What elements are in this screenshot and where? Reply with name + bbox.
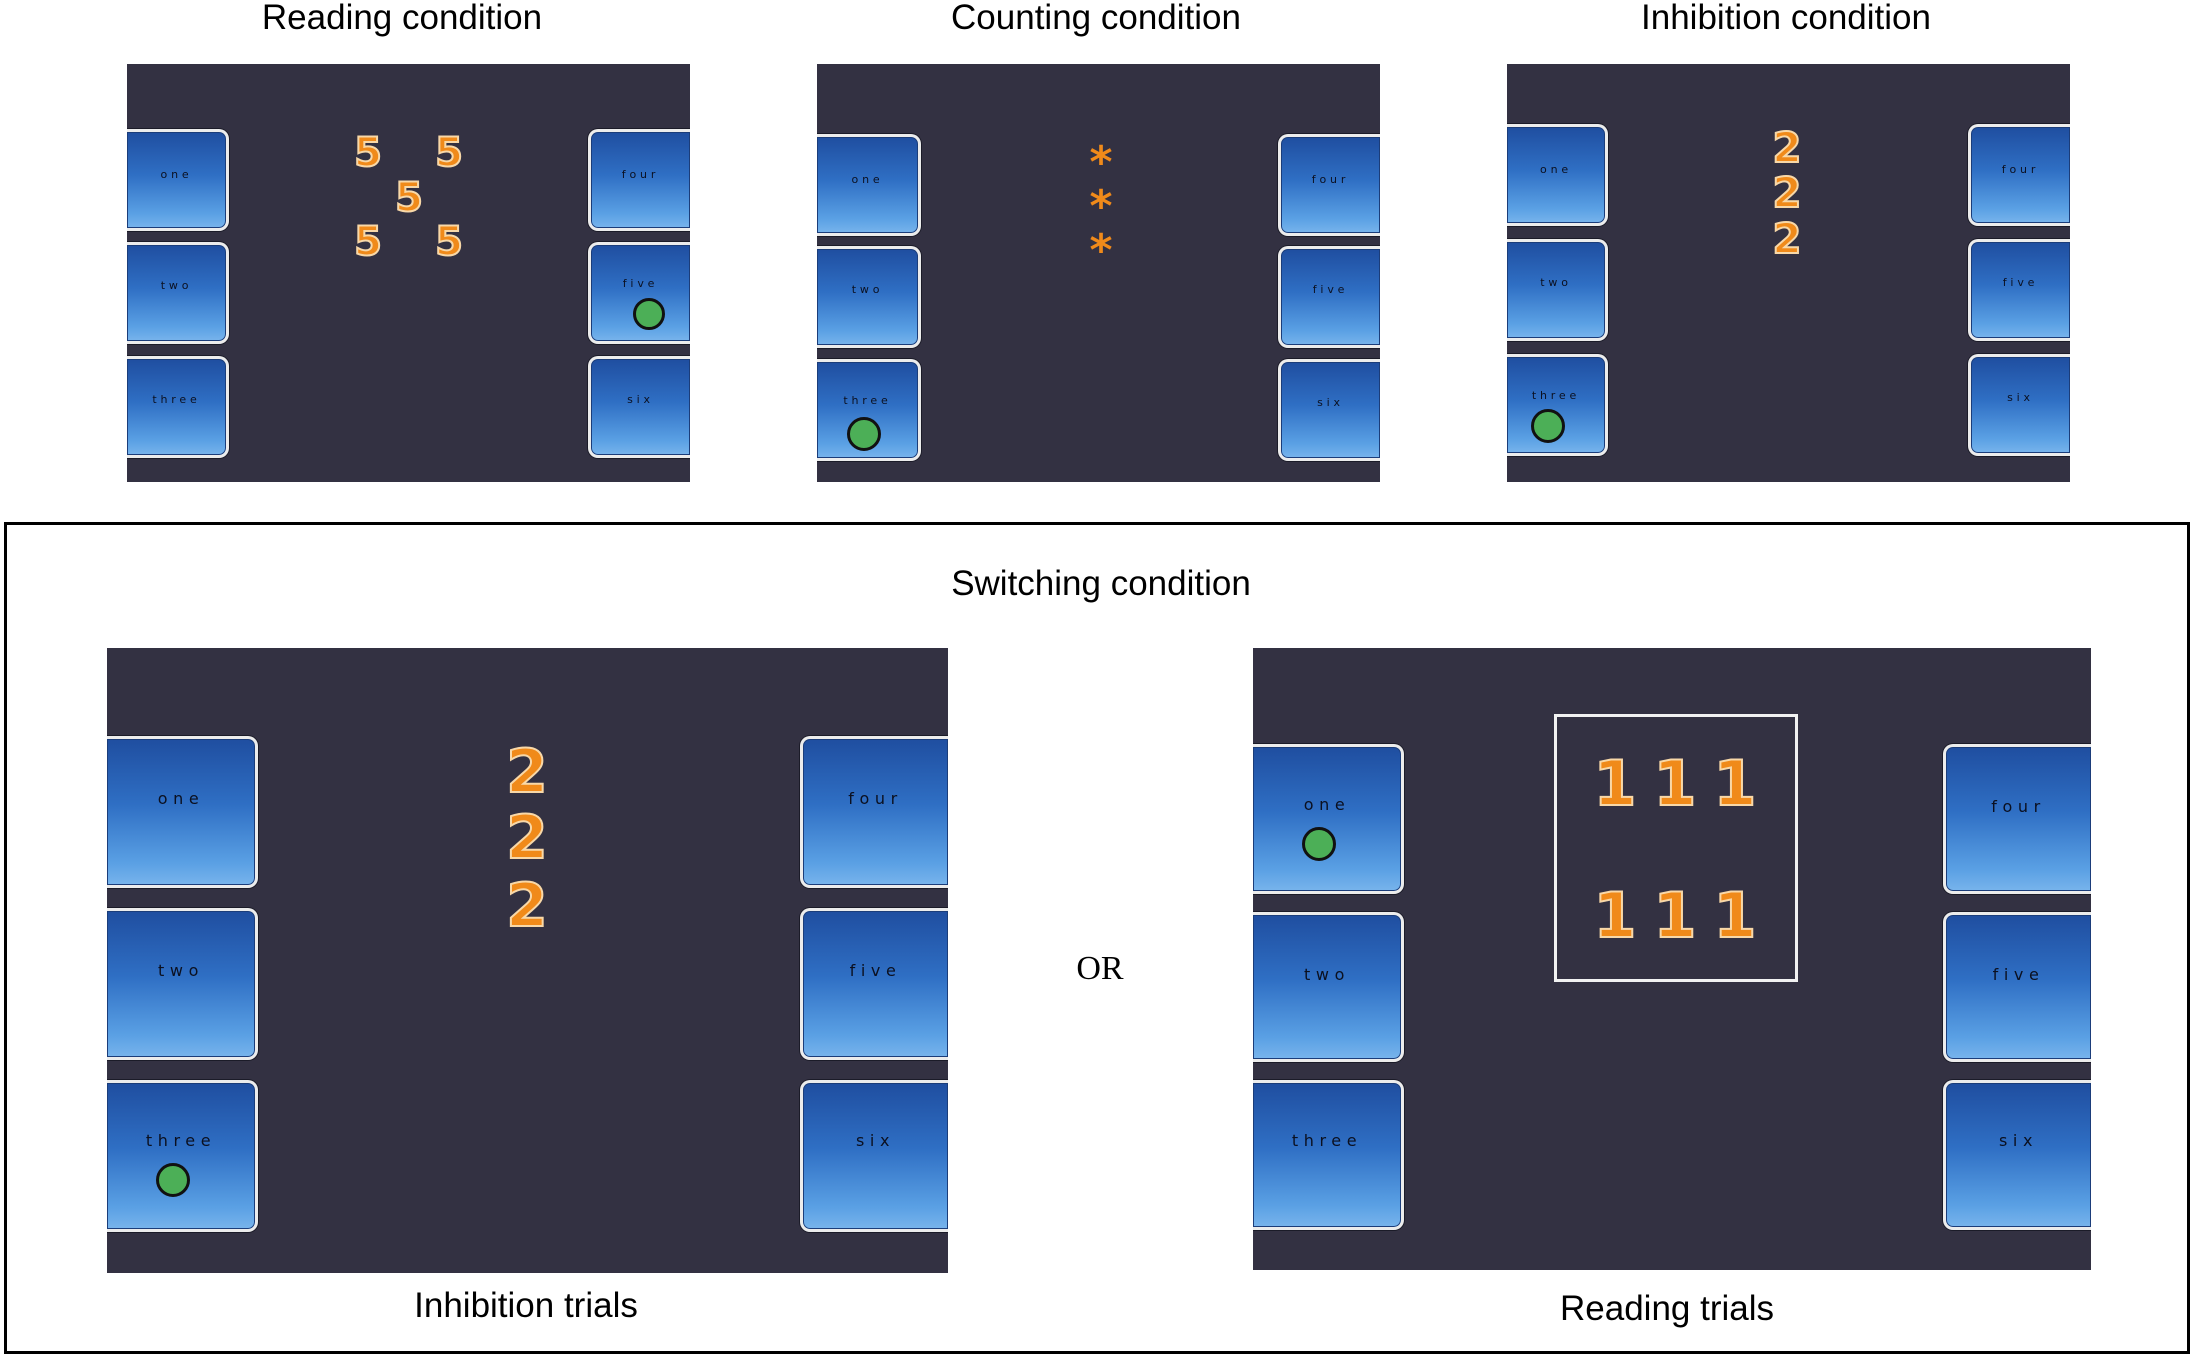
button-one-label: one — [160, 168, 193, 181]
button-one-label: one — [851, 173, 884, 186]
counting-condition-screen: one two three four five six * * * — [817, 64, 1380, 482]
stimulus-digit: 2 — [1771, 123, 1802, 172]
button-three[interactable]: three — [107, 1080, 258, 1232]
button-six-label: six — [1317, 396, 1344, 409]
button-five-label: five — [2002, 276, 2039, 289]
button-one[interactable]: one — [127, 129, 229, 231]
stimulus-digit: 2 — [505, 871, 549, 941]
button-one[interactable]: one — [817, 134, 921, 236]
button-five[interactable]: five — [1968, 239, 2070, 341]
button-four[interactable]: four — [800, 736, 948, 888]
inhibition-condition-screen: one two three four five six 2 2 2 — [1507, 64, 2070, 482]
button-four[interactable]: four — [1943, 744, 2091, 894]
button-three[interactable]: three — [1253, 1080, 1404, 1230]
button-six-label: six — [1998, 1131, 2039, 1150]
stimulus-digit: 5 — [434, 219, 464, 265]
button-three-label: three — [152, 393, 201, 406]
stimulus-digit: 1 — [1652, 879, 1697, 952]
stimulus-asterisk: * — [1089, 225, 1113, 276]
or-label: OR — [1076, 950, 1124, 987]
switching-reading-screen: one two three four five six 1 1 1 1 1 1 — [1253, 648, 2091, 1270]
response-dot — [156, 1163, 190, 1197]
stimulus-digit: 2 — [505, 737, 549, 807]
button-two-label: two — [1304, 965, 1350, 984]
button-four[interactable]: four — [588, 129, 690, 231]
stimulus-digit: 1 — [1712, 747, 1757, 820]
button-one[interactable]: one — [1507, 124, 1608, 226]
button-two[interactable]: two — [127, 242, 229, 344]
button-one-label: one — [1539, 163, 1573, 176]
button-one[interactable]: one — [1253, 744, 1404, 894]
stimulus-digit: 1 — [1592, 747, 1637, 820]
button-one-label: one — [1303, 795, 1351, 814]
button-two[interactable]: two — [817, 246, 921, 348]
button-six[interactable]: six — [1943, 1080, 2091, 1230]
stimulus-digit: 5 — [434, 130, 464, 176]
button-two[interactable]: two — [107, 908, 258, 1060]
response-dot — [847, 417, 881, 451]
button-three[interactable]: three — [1507, 354, 1608, 456]
button-five[interactable]: five — [588, 242, 690, 344]
response-dot — [1302, 827, 1336, 861]
button-six[interactable]: six — [800, 1080, 948, 1232]
stimulus-asterisk: * — [1089, 137, 1113, 188]
button-two[interactable]: two — [1253, 912, 1404, 1062]
button-four-label: four — [621, 168, 660, 181]
button-three[interactable]: three — [127, 356, 229, 458]
stimulus-digit: 2 — [1771, 214, 1802, 263]
button-five[interactable]: five — [800, 908, 948, 1060]
button-six[interactable]: six — [1278, 359, 1380, 461]
reading-stimulus-frame — [1554, 714, 1798, 982]
button-three[interactable]: three — [817, 359, 921, 461]
button-three-label: three — [1291, 1131, 1363, 1150]
button-four-label: four — [2001, 163, 2040, 176]
button-six[interactable]: six — [588, 356, 690, 458]
button-four-label: four — [1991, 797, 2046, 816]
button-five[interactable]: five — [1943, 912, 2091, 1062]
button-two-label: two — [160, 279, 193, 292]
stimulus-digit: 1 — [1712, 879, 1757, 952]
button-three-label: three — [843, 394, 892, 407]
button-five-label: five — [1992, 965, 2045, 984]
button-four-label: four — [848, 789, 903, 808]
stimulus-digit: 5 — [353, 130, 383, 176]
button-six-label: six — [855, 1131, 896, 1150]
reading-condition-title: Reading condition — [261, 0, 543, 37]
button-four-label: four — [1311, 173, 1350, 186]
switching-condition-box — [4, 522, 2190, 1354]
response-dot — [633, 298, 665, 330]
stimulus-digit: 1 — [1592, 879, 1637, 952]
stimulus-digit: 5 — [353, 219, 383, 265]
reading-trials-label: Reading trials — [1560, 1289, 1774, 1328]
stimulus-digit: 1 — [1652, 747, 1697, 820]
response-dot — [1531, 409, 1565, 443]
switching-condition-title: Switching condition — [951, 564, 1251, 603]
button-six-label: six — [627, 393, 654, 406]
stimulus-digit: 2 — [1771, 168, 1802, 217]
stimulus-digit: 2 — [505, 803, 549, 873]
button-two-label: two — [158, 961, 204, 980]
button-one-label: one — [157, 789, 205, 808]
inhibition-trials-label: Inhibition trials — [414, 1286, 638, 1325]
button-two[interactable]: two — [1507, 239, 1608, 341]
button-four[interactable]: four — [1968, 124, 2070, 226]
button-five-label: five — [849, 961, 902, 980]
button-two-label: two — [1540, 276, 1572, 289]
inhibition-condition-title: Inhibition condition — [1641, 0, 1931, 37]
switching-inhibition-screen: one two three four five six 2 2 2 — [107, 648, 948, 1273]
button-five-label: five — [1312, 283, 1349, 296]
stimulus-digit: 5 — [394, 175, 424, 221]
button-three-label: three — [145, 1131, 217, 1150]
button-two-label: two — [851, 283, 884, 296]
button-five-label: five — [622, 277, 659, 290]
reading-condition-screen: one two three four five six 5 5 5 5 5 — [127, 64, 690, 482]
button-six-label: six — [2007, 391, 2034, 404]
button-one[interactable]: one — [107, 736, 258, 888]
button-four[interactable]: four — [1278, 134, 1380, 236]
button-five[interactable]: five — [1278, 246, 1380, 348]
button-six[interactable]: six — [1968, 354, 2070, 456]
stimulus-asterisk: * — [1089, 181, 1113, 232]
counting-condition-title: Counting condition — [951, 0, 1241, 37]
button-three-label: three — [1531, 389, 1581, 402]
